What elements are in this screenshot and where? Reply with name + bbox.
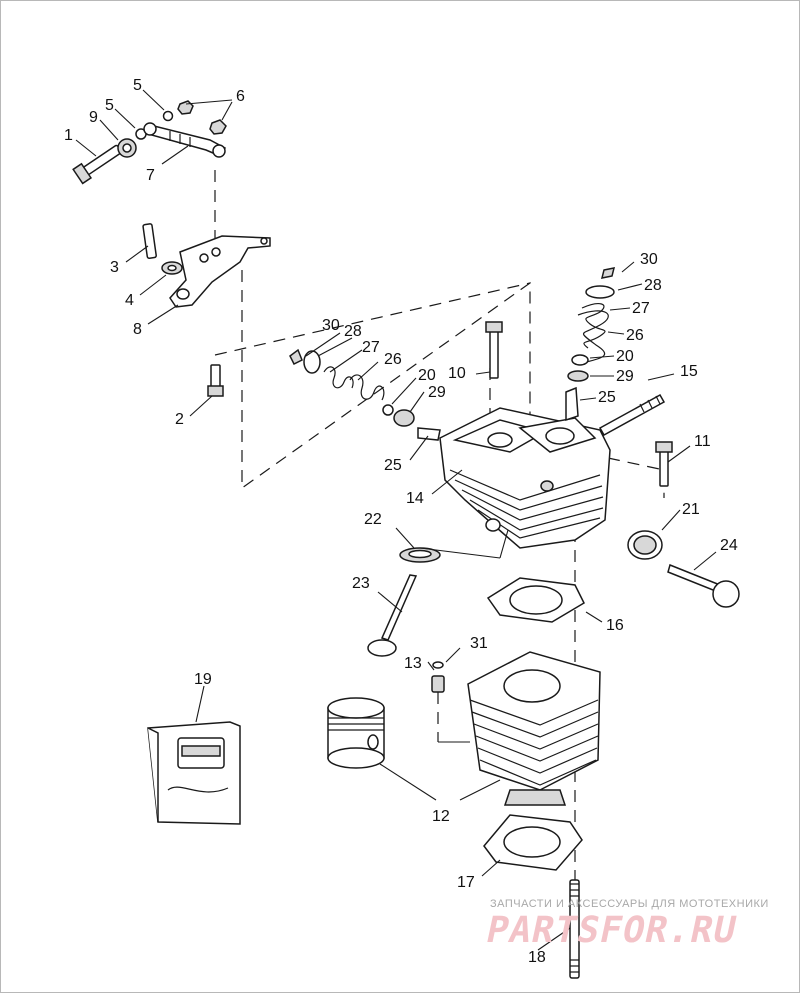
callout-5b: 5 <box>105 97 114 114</box>
callout-22: 22 <box>364 511 382 528</box>
callout-27b: 27 <box>632 300 650 317</box>
valve-seat-21 <box>627 530 663 560</box>
leader-lines <box>75 89 717 951</box>
callout-26b: 26 <box>626 327 644 344</box>
rod-end-7 <box>143 122 227 158</box>
callout-20a: 20 <box>418 367 436 384</box>
callout-1: 1 <box>64 127 73 144</box>
watermark-caption: ЗАПЧАСТИ И АКСЕССУАРЫ ДЛЯ МОТОТЕХНИКИ <box>490 898 769 910</box>
callout-15: 15 <box>680 363 698 380</box>
callout-4: 4 <box>125 292 134 309</box>
guide-25b <box>417 427 441 441</box>
callout-25b: 25 <box>598 389 616 406</box>
callout-19: 19 <box>194 671 212 688</box>
head-gasket-16 <box>486 577 585 623</box>
callout-7: 7 <box>146 167 155 184</box>
valve-24 <box>667 563 740 608</box>
seat-29 <box>567 370 589 382</box>
callout-16: 16 <box>606 617 624 634</box>
callout-23: 23 <box>352 575 370 592</box>
spacer-9 <box>117 138 137 158</box>
dowel-13 <box>431 675 445 693</box>
callout-20b: 20 <box>616 348 634 365</box>
spring-26b <box>349 374 385 401</box>
nut-icon <box>177 100 194 115</box>
callout-30a: 30 <box>322 317 340 334</box>
washer-5b <box>162 110 174 122</box>
spring-26 <box>577 310 609 363</box>
guide-25 <box>565 386 579 422</box>
keeper-30b <box>289 348 303 366</box>
bracket-8 <box>142 223 271 308</box>
callout-28b: 28 <box>644 277 662 294</box>
callout-14: 14 <box>406 490 424 507</box>
bolt-head <box>72 162 93 185</box>
callout-8: 8 <box>133 321 142 338</box>
callout-17: 17 <box>457 874 475 891</box>
base-gasket-17 <box>483 814 583 871</box>
seal-20b <box>382 404 394 416</box>
callout-25a: 25 <box>384 457 402 474</box>
bolt-1 <box>72 144 122 185</box>
bolt-3 <box>142 223 157 260</box>
callout-26a: 26 <box>384 351 402 368</box>
callout-13: 13 <box>404 655 422 672</box>
callout-18: 18 <box>528 949 546 966</box>
callout-2: 2 <box>175 411 184 428</box>
piston <box>327 697 385 769</box>
callout-5a: 5 <box>133 77 142 94</box>
bolt-11 <box>655 441 673 487</box>
seal-20 <box>571 354 589 366</box>
valve-23 <box>367 574 418 657</box>
callout-24: 24 <box>720 537 738 554</box>
nut-6b <box>209 119 227 135</box>
callout-29b: 29 <box>616 368 634 385</box>
callout-9: 9 <box>89 109 98 126</box>
callout-21: 21 <box>682 501 700 518</box>
callout-3: 3 <box>110 259 119 276</box>
callout-28a: 28 <box>344 323 362 340</box>
cylinder-head-14 <box>439 407 611 549</box>
valve-train-right <box>565 267 616 422</box>
callout-30b: 30 <box>640 251 658 268</box>
keeper-30 <box>600 267 616 279</box>
valve-icon <box>380 574 418 641</box>
stud-18 <box>569 879 580 979</box>
stud-15 <box>598 393 666 437</box>
callout-labels: 1 2 3 4 5 5 6 7 8 9 10 11 12 13 14 15 16… <box>64 77 738 966</box>
retainer-28 <box>585 285 615 299</box>
nut-6a <box>177 100 194 115</box>
bolt-2 <box>207 364 224 397</box>
spring-27b <box>323 366 354 389</box>
watermark-brand: PARTSFOR.RU <box>482 910 741 951</box>
retainer-28b <box>303 350 321 374</box>
callout-10: 10 <box>448 365 466 382</box>
cylinder-12 <box>467 651 601 806</box>
callout-27a: 27 <box>362 339 380 356</box>
bolt-10 <box>485 321 503 379</box>
callout-12: 12 <box>432 808 450 825</box>
brochure-19 <box>147 721 241 825</box>
callout-6: 6 <box>236 88 245 105</box>
cylinder-icon <box>467 651 601 791</box>
o-ring-31 <box>432 661 444 669</box>
callout-29a: 29 <box>428 384 446 401</box>
callout-31: 31 <box>470 635 488 652</box>
callout-11: 11 <box>694 433 711 450</box>
valve-train-left <box>289 348 441 441</box>
seat-29b <box>393 409 415 427</box>
